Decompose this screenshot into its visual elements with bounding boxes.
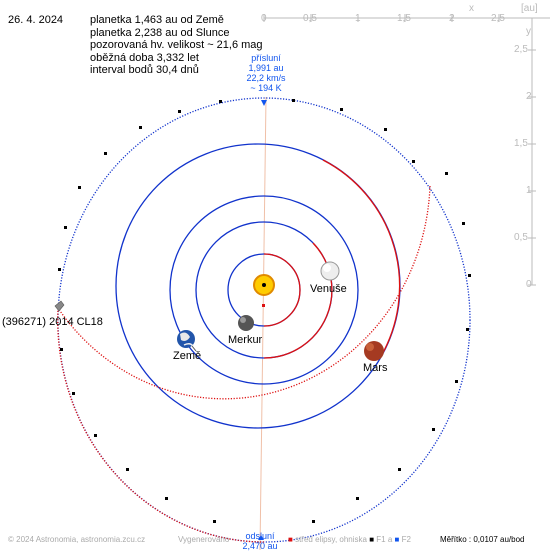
top-axis-label: 1 xyxy=(355,13,361,24)
venus-orbit-arc xyxy=(263,242,333,359)
top-axis-label: 2,5 xyxy=(491,13,505,24)
perihelion-distance: 1,991 au xyxy=(248,63,284,73)
right-axis-label: 0 xyxy=(526,279,532,290)
right-axis-label: 0,5 xyxy=(514,232,528,243)
perihelion-temperature: ~ 194 K xyxy=(250,83,282,93)
venus-icon xyxy=(320,261,340,281)
info-earth-distance: planetka 1,463 au od Země xyxy=(90,14,224,26)
footer-scale: Měřítko : 0,0107 au/bod xyxy=(440,535,525,544)
aphelion-title: odsluní xyxy=(245,531,275,541)
footer-generated: Vygenerováno xyxy=(178,535,230,544)
sun-icon xyxy=(253,274,275,296)
info-block: planetka 1,463 au od Země planetka 2,238… xyxy=(90,14,263,77)
date-label: 26. 4. 2024 xyxy=(8,14,64,26)
right-axis-label: 2 xyxy=(526,91,532,102)
mercury-icon xyxy=(238,315,254,331)
aphelion-label: odsluní 2,470 au xyxy=(232,531,288,551)
earth-label: Země xyxy=(173,350,202,362)
legend-f1-marker: ■ xyxy=(369,535,375,544)
right-axis-name: y xyxy=(526,26,531,37)
earth-orbit xyxy=(169,195,359,385)
perihelion-speed: 22,2 km/s xyxy=(246,73,286,83)
venus-label: Venuše xyxy=(310,283,347,295)
asteroid-icon xyxy=(54,300,65,312)
earth-icon xyxy=(177,330,197,352)
right-axis-label: 1,5 xyxy=(514,138,528,149)
aphelion-distance: 2,470 au xyxy=(242,541,278,551)
legend-f1-text: F1 a xyxy=(376,535,393,544)
mercury-label: Merkur xyxy=(228,334,263,346)
legend-f2-marker: ■ xyxy=(394,535,400,544)
mars-label: Mars xyxy=(363,362,388,374)
ellipse-center-marker xyxy=(262,304,265,307)
mars-icon xyxy=(364,341,384,361)
top-axis-label: 2 xyxy=(449,13,455,24)
info-sun-distance: planetka 2,238 au od Slunce xyxy=(90,26,230,39)
perihelion-label: přísluní 1,991 au 22,2 km/s ~ 194 K xyxy=(238,53,294,93)
info-period: oběžná doba 3,332 let xyxy=(90,51,199,64)
x-axis-name: x xyxy=(469,3,474,14)
apsides-line xyxy=(259,96,267,550)
perihelion-marker xyxy=(261,100,267,106)
top-axis-label: 0 xyxy=(261,13,267,24)
info-magnitude: pozorovaná hv. velikost ~ 21,6 mag xyxy=(90,39,263,51)
mars-orbit-arc xyxy=(322,159,401,359)
top-axis-label: 1,5 xyxy=(397,13,411,24)
right-axis-label: 2,5 xyxy=(514,44,528,55)
mercury-orbit-arc xyxy=(263,253,301,327)
info-point-interval: interval bodů 30,4 dnů xyxy=(90,64,199,76)
top-axis-label: 0,5 xyxy=(303,13,317,24)
axis-unit: [au] xyxy=(521,3,538,14)
right-axis-label: 1 xyxy=(526,185,532,196)
perihelion-title: přísluní xyxy=(251,53,281,63)
legend-center-marker: ■ xyxy=(288,535,293,544)
aphelion-marker xyxy=(258,535,264,540)
footer-legend: ■ střed elipsy, ohniska ■ F1 a ■ F2 xyxy=(288,535,411,544)
legend-f2-text: F2 xyxy=(401,535,411,544)
footer-copyright: © 2024 Astronomia, astronomia.zcu.cz xyxy=(8,535,146,544)
asteroid-orbit-points xyxy=(58,99,471,523)
asteroid-label: (396271) 2014 CL18 xyxy=(2,316,103,328)
asteroid-orbit-arc xyxy=(57,307,265,543)
legend-center-text: střed elipsy, ohniska xyxy=(295,535,367,544)
